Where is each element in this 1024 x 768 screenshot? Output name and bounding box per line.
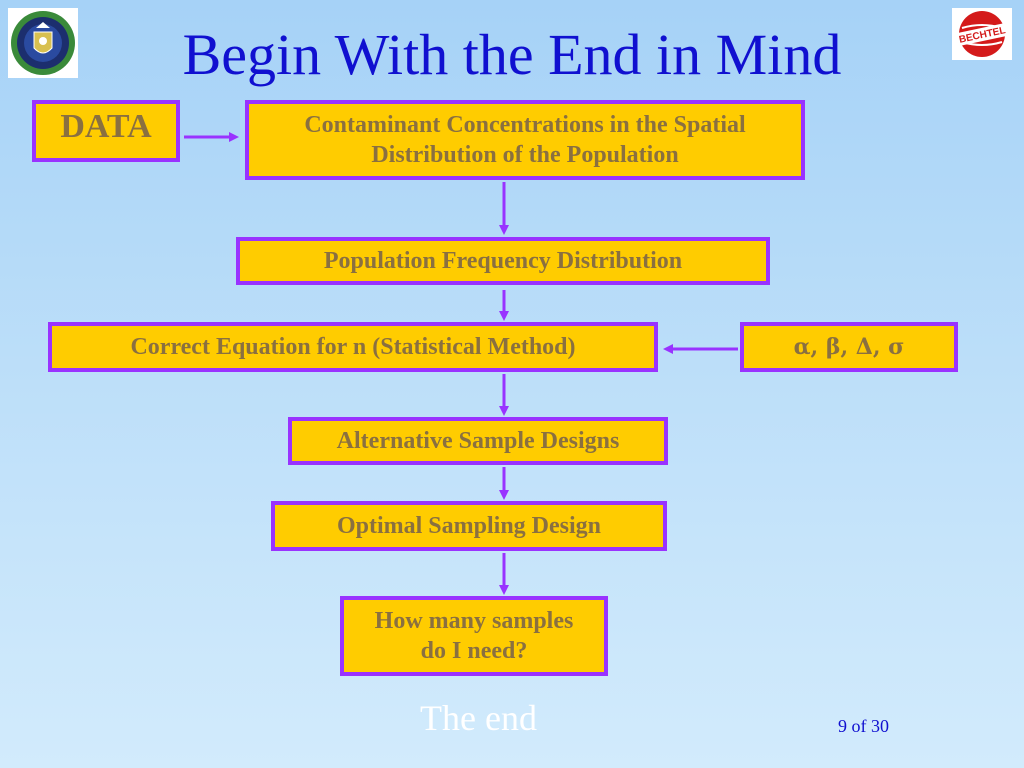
data-box-label: DATA xyxy=(60,108,152,145)
optimal-design-label: Optimal Sampling Design xyxy=(336,513,602,539)
population-frequency-label: Population Frequency Distribution xyxy=(323,248,683,274)
alternative-designs-box: Alternative Sample Designs xyxy=(288,417,668,465)
question-line-2: do I need? xyxy=(420,638,528,664)
optimal-design-box: Optimal Sampling Design xyxy=(271,501,667,551)
slide-title: Begin With the End in Mind xyxy=(182,22,842,87)
equation-label: Correct Equation for n (Statistical Meth… xyxy=(130,334,576,360)
data-box: DATA xyxy=(32,100,180,162)
page-number: 9 of 30 xyxy=(838,716,889,736)
contaminant-line-2: Distribution of the Population xyxy=(371,142,679,168)
bechtel-logo: BECHTEL xyxy=(952,8,1012,60)
doe-seal-logo xyxy=(8,8,78,78)
question-line-1: How many samples xyxy=(374,608,574,634)
footer-the-end: The end xyxy=(420,698,537,738)
contaminant-concentrations-box: Contaminant Concentrations in the Spatia… xyxy=(245,100,805,180)
question-box: How many samples do I need? xyxy=(340,596,608,676)
alternative-designs-label: Alternative Sample Designs xyxy=(336,428,620,454)
parameters-box: α, β, Δ, σ xyxy=(740,322,958,372)
equation-box: Correct Equation for n (Statistical Meth… xyxy=(48,322,658,372)
population-frequency-box: Population Frequency Distribution xyxy=(236,237,770,285)
contaminant-line-1: Contaminant Concentrations in the Spatia… xyxy=(304,112,746,138)
parameters-label: α, β, Δ, σ xyxy=(793,334,905,360)
